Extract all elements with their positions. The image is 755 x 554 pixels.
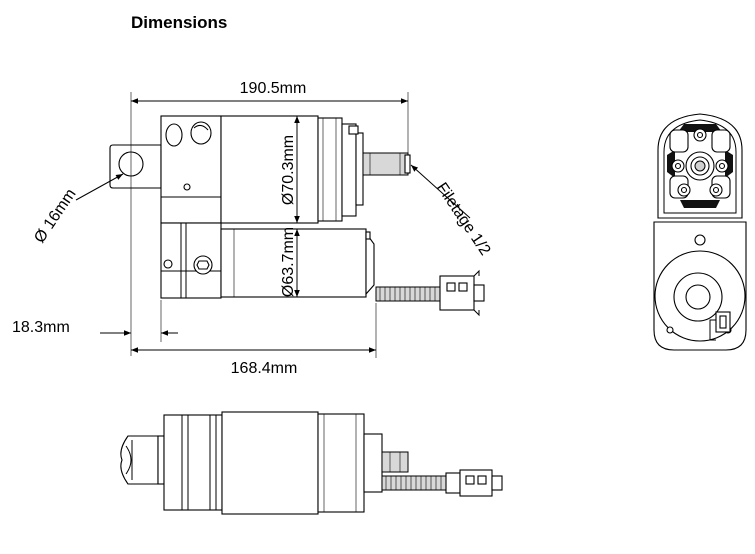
- page-title: Dimensions: [131, 13, 228, 32]
- gearbox-diameter-label: Ø70.3mm: [280, 135, 297, 205]
- output-shaft: [362, 152, 411, 176]
- side-view: 190.5mm 168.4mm 18.3mm Ø 16mm Ø70.3mm Ø6…: [12, 80, 494, 377]
- cable-connector: [375, 269, 485, 317]
- eye-offset-label: 18.3mm: [12, 319, 70, 336]
- eye-diameter-label: Ø 16mm: [31, 186, 79, 246]
- gearbox-housing: [160, 115, 364, 224]
- motor-body: [160, 222, 375, 299]
- clevis-eye: [109, 144, 162, 189]
- end-view: [653, 113, 747, 351]
- body-length-label: 168.4mm: [231, 360, 298, 377]
- top-view: [120, 411, 503, 515]
- thread-leader: [410, 164, 471, 219]
- overall-length-label: 190.5mm: [240, 80, 307, 97]
- thread-label: Filetage 1/2: [433, 180, 494, 259]
- motor-diameter-label: Ø63.7mm: [280, 227, 297, 297]
- eye-diameter-leader: [75, 173, 124, 201]
